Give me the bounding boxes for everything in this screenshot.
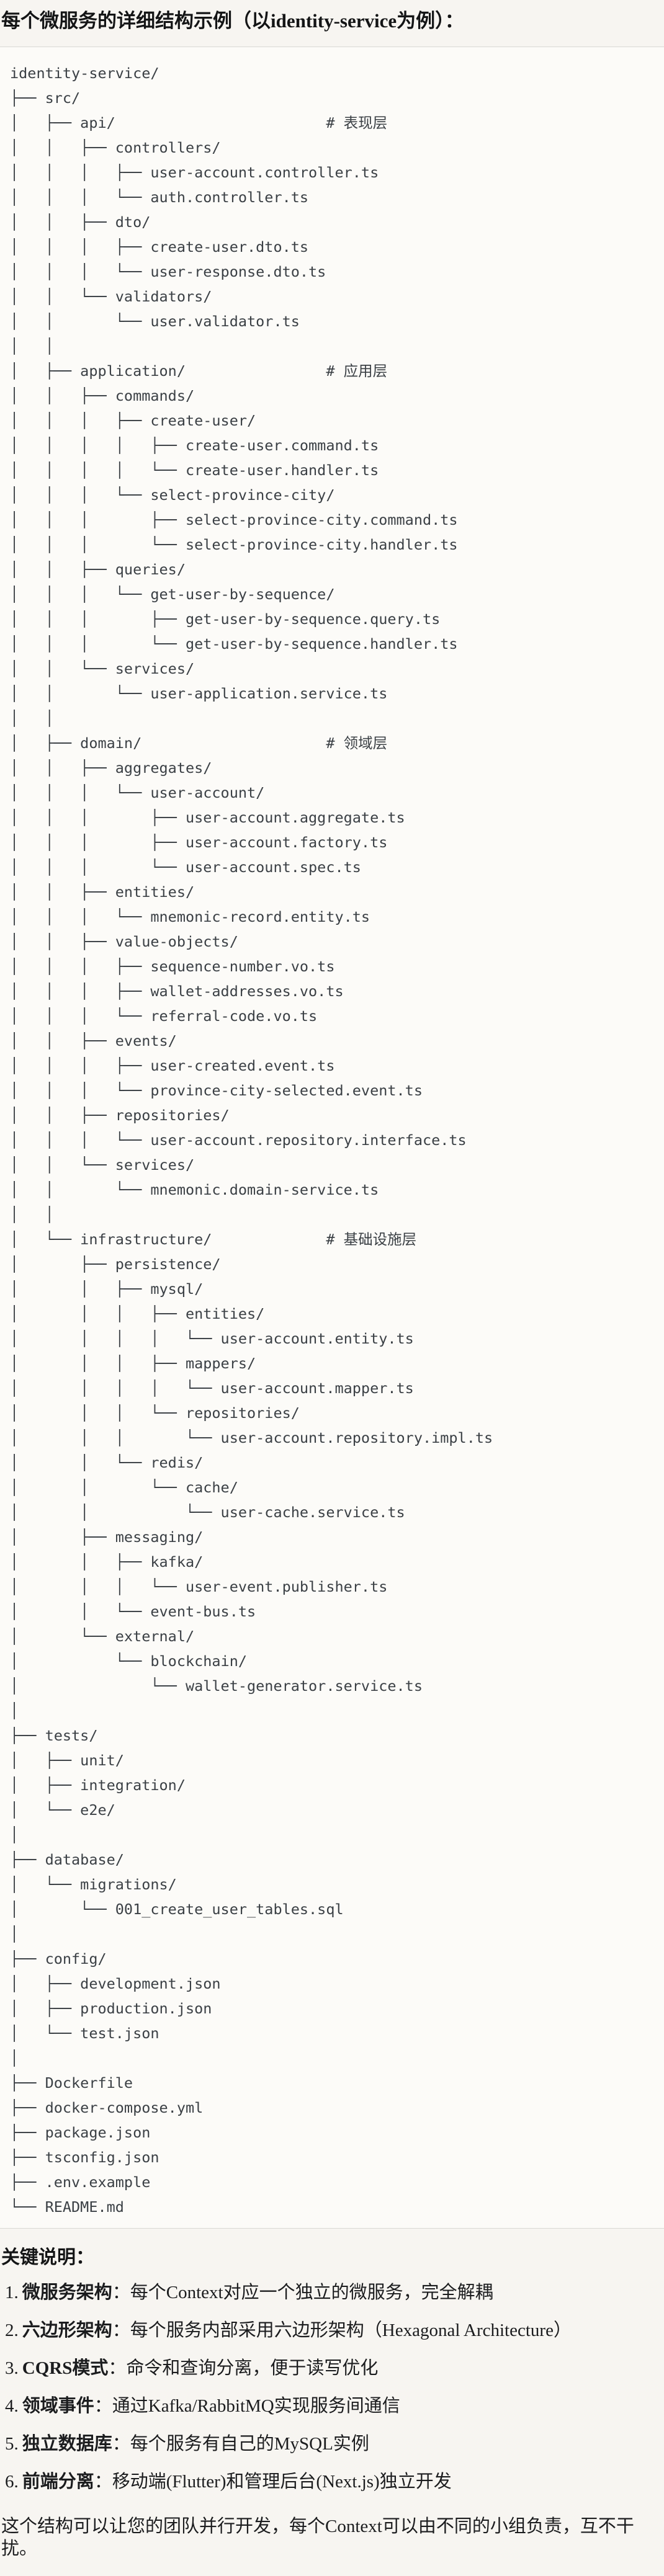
note-number: 5.: [5, 2434, 19, 2454]
note-desc: ：每个服务内部采用六边形架构（Hexagonal Architecture）: [112, 2320, 572, 2341]
note-term: 六边形架构: [22, 2320, 112, 2341]
note-desc: ：每个Context对应一个独立的微服务，完全解耦: [112, 2283, 493, 2303]
note-term: 领域事件: [22, 2396, 94, 2417]
note-item-2: 2.六边形架构：每个服务内部采用六边形架构（Hexagonal Architec…: [5, 2320, 664, 2341]
document-root: 每个微服务的详细结构示例（以identity-service为例）： ident…: [0, 7, 664, 2560]
note-number: 1.: [5, 2283, 19, 2303]
note-item-4: 4.领域事件：通过Kafka/RabbitMQ实现服务间通信: [5, 2396, 664, 2417]
note-term: CQRS模式: [22, 2358, 109, 2379]
note-item-1: 1.微服务架构：每个Context对应一个独立的微服务，完全解耦: [5, 2282, 664, 2303]
note-number: 6.: [5, 2472, 19, 2492]
note-number: 3.: [5, 2358, 19, 2379]
page-title: 每个微服务的详细结构示例（以identity-service为例）：: [1, 10, 464, 32]
closing-paragraph: 这个结构可以让您的团队并行开发，每个Context可以由不同的小组负责，互不干扰…: [1, 2516, 634, 2559]
directory-tree: identity-service/ ├── src/ │ ├── api/ # …: [10, 65, 493, 2216]
notes-heading: 关键说明：: [1, 2247, 94, 2268]
note-number: 2.: [5, 2320, 19, 2341]
note-term: 独立数据库: [22, 2434, 112, 2454]
note-term: 微服务架构: [22, 2283, 112, 2303]
note-desc: ：移动端(Flutter)和管理后台(Next.js)独立开发: [94, 2472, 452, 2492]
note-desc: ：命令和查询分离，便于读写优化: [108, 2358, 379, 2379]
note-number: 4.: [5, 2396, 19, 2417]
notes-list: 1.微服务架构：每个Context对应一个独立的微服务，完全解耦 2.六边形架构…: [5, 2282, 664, 2492]
note-item-6: 6.前端分离：移动端(Flutter)和管理后台(Next.js)独立开发: [5, 2471, 664, 2492]
note-item-3: 3.CQRS模式：命令和查询分离，便于读写优化: [5, 2358, 664, 2379]
directory-tree-code-block: identity-service/ ├── src/ │ ├── api/ # …: [0, 47, 664, 2229]
note-desc: ：每个服务有自己的MySQL实例: [112, 2434, 369, 2454]
note-item-5: 5.独立数据库：每个服务有自己的MySQL实例: [5, 2433, 664, 2454]
note-desc: ：通过Kafka/RabbitMQ实现服务间通信: [94, 2396, 400, 2417]
note-term: 前端分离: [22, 2472, 94, 2492]
